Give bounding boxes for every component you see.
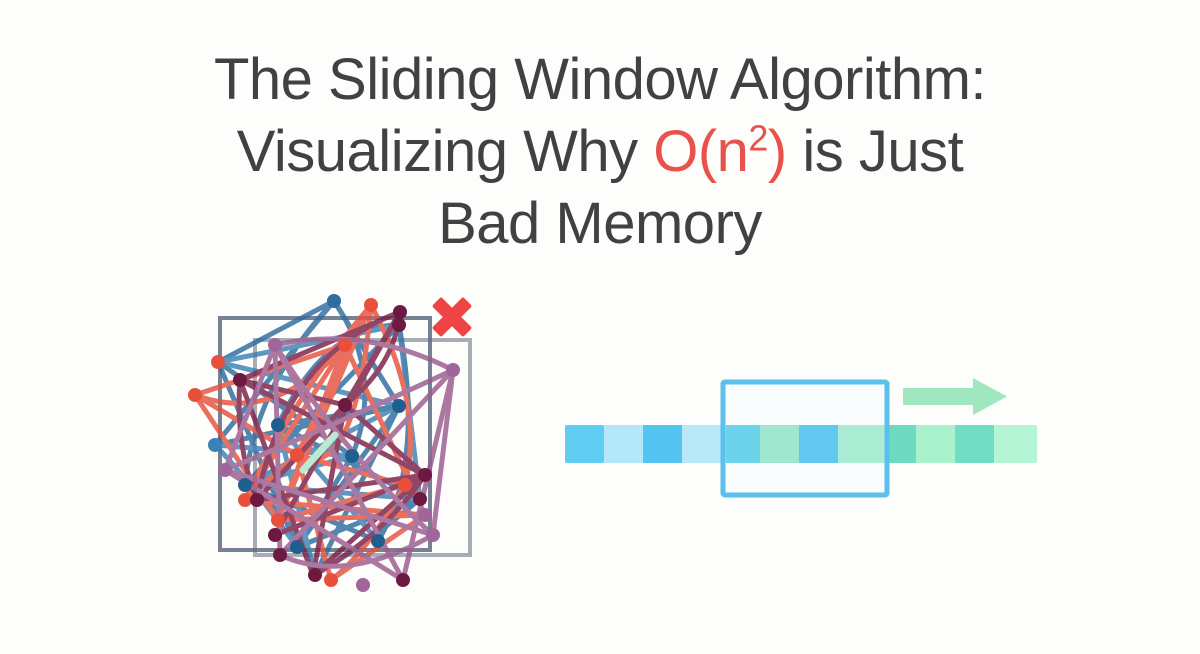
window-covered-cells (726, 425, 884, 463)
track-cell (916, 425, 955, 463)
big-o-base: O(n (653, 119, 749, 184)
track-cell (604, 425, 643, 463)
title-line-1: The Sliding Window Algorithm: (213, 47, 987, 112)
track-cell (682, 425, 721, 463)
big-o-exponent: 2 (748, 117, 768, 159)
track-cell (994, 425, 1037, 463)
title-line-2-suffix: is Just (786, 119, 964, 184)
big-o-notation: O(n2) (653, 119, 787, 184)
title-line-2: Visualizing Why O(n2) is Just (0, 116, 1200, 188)
track-cell (565, 425, 604, 463)
track-cell (955, 425, 994, 463)
graph-nodes (188, 294, 460, 592)
big-o-close: ) (767, 119, 787, 184)
tangled-network-graph (185, 285, 515, 605)
track-cell (643, 425, 682, 463)
graph-edges (192, 298, 456, 583)
slide-direction-arrow (903, 378, 1007, 415)
figures-row (0, 285, 1200, 625)
page-title: The Sliding Window Algorithm: Visualizin… (0, 44, 1200, 260)
sliding-window-diagram (545, 370, 1065, 520)
window-rectangle-outline[interactable] (720, 379, 890, 498)
title-line-3: Bad Memory (438, 191, 762, 256)
title-line-2-prefix: Visualizing Why (236, 119, 654, 184)
red-x-mark (431, 296, 473, 338)
